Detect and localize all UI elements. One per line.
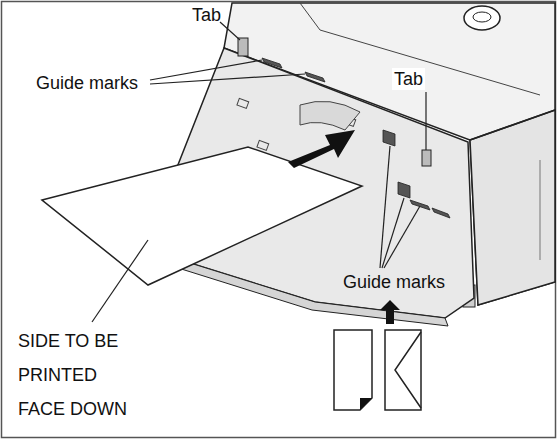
paper-side-note: SIDE TO BE PRINTED FACE DOWN (18, 324, 136, 426)
tab-label: Tab (192, 4, 221, 26)
guide-marks-label: Guide marks (36, 72, 138, 94)
guide-marks-label: Guide marks (343, 271, 445, 293)
tab-label: Tab (392, 68, 425, 90)
